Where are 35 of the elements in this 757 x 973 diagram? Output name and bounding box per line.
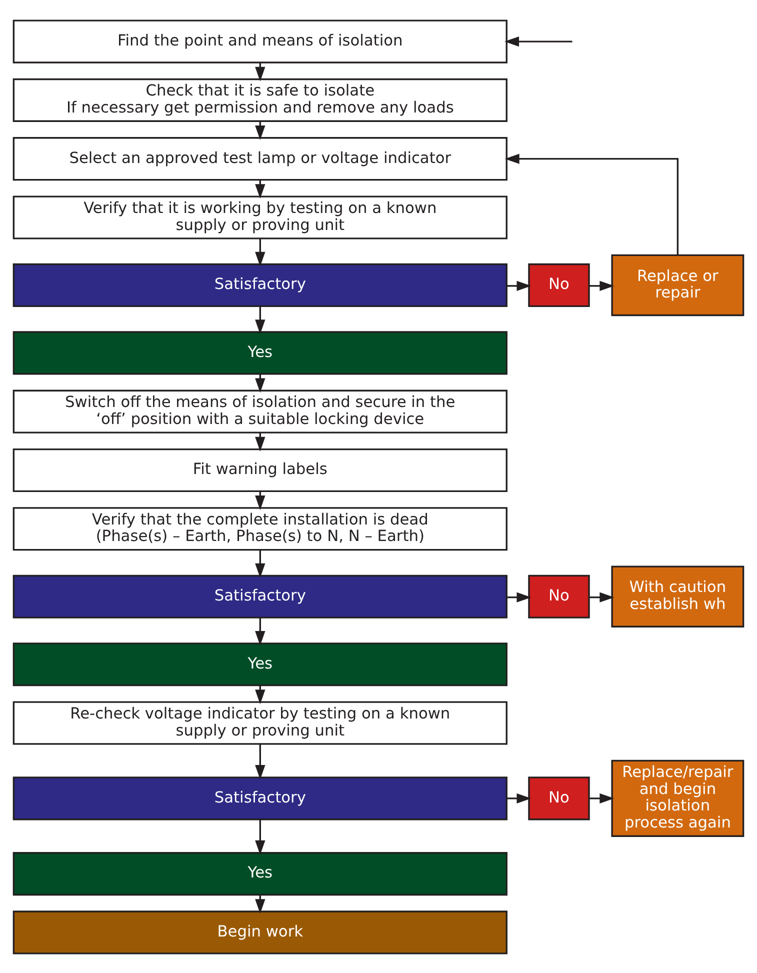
node-box: Verify that it is working by testing on a known supply or proving unit [12, 195, 508, 239]
node-box: Yes [12, 852, 508, 896]
arrow [590, 792, 614, 803]
arrow [504, 153, 679, 254]
node-box: Select an approved test lamp or voltage indicator [12, 136, 508, 180]
arrow [590, 280, 614, 290]
node-box: No [528, 776, 590, 820]
node-box: Satisfactory [12, 776, 508, 820]
node-box: Replace or repair [611, 254, 744, 316]
arrow [255, 549, 266, 578]
arrow [255, 818, 266, 854]
node-box: Verify that the complete installation is dead (Phase(s) – Earth, Phase(s) to N, N – Earth) [12, 506, 508, 550]
arrow [255, 306, 266, 334]
arrow [255, 238, 266, 266]
arrow [590, 592, 614, 602]
node-box: Begin work [12, 910, 508, 954]
node-box: Satisfactory [12, 574, 508, 618]
node-box: Replace/repair and begin isolation process again [611, 759, 744, 836]
node-box: No [528, 262, 590, 306]
node-box: Switch off the means of isolation and secure in the ‘off’ position with a suitable locking device [12, 389, 508, 433]
arrow [506, 592, 532, 602]
node-box: With caution establish wh [611, 565, 744, 627]
node-box: Fit warning labels [12, 448, 508, 492]
arrow [506, 792, 532, 803]
node-box: No [528, 574, 590, 618]
node-box: Re-check voltage indicator by testing on a known supply or proving unit [12, 700, 508, 744]
arrow [506, 280, 532, 290]
node-box: Yes [12, 330, 508, 374]
node-box: Check that it is safe to isolate If necessary get permission and remove any loads [12, 78, 508, 122]
arrow [504, 36, 572, 46]
node-box: Find the point and means of isolation [12, 19, 508, 63]
node-box: Satisfactory [12, 262, 508, 306]
arrow [255, 617, 266, 646]
node-box: Yes [12, 642, 508, 686]
arrow [255, 744, 266, 780]
